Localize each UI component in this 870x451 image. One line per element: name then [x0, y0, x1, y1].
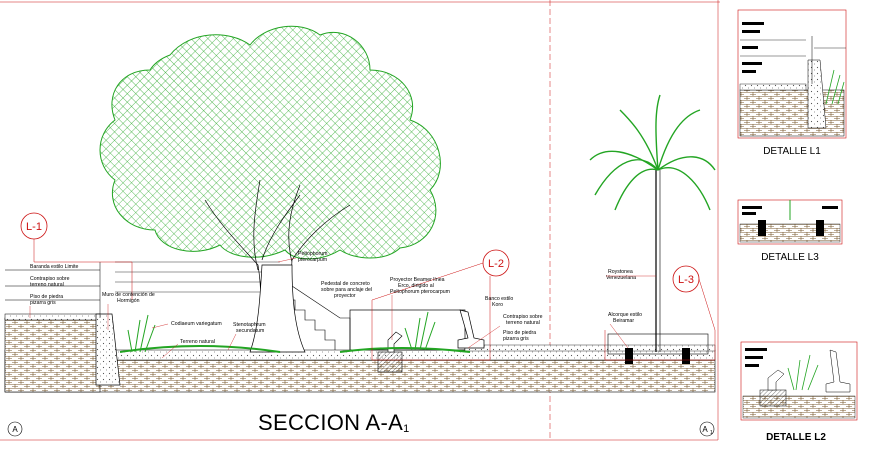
label-alcorque-1: Alcorque estilo: [608, 312, 642, 318]
label-muro-2: Hormigón: [117, 298, 140, 304]
projector-pedestal: [377, 351, 403, 373]
svg-text:A: A: [702, 425, 708, 434]
tree-pit-post-right: [682, 348, 690, 364]
label-alcorque-2: Beiramar: [613, 318, 634, 324]
label-piso-right-1: Piso de piedra: [503, 330, 536, 336]
planter-box: [349, 309, 466, 351]
label-proy-1: Proyector Beamer línea: [390, 277, 445, 283]
detail-l2[interactable]: DETALLE L2: [740, 341, 858, 443]
tree-trunk-base: [249, 264, 306, 353]
label-roystonea-1: Roystonea: [608, 269, 633, 275]
label-pelto-1: Peltophorum: [298, 251, 327, 257]
soil-layer: [4, 359, 716, 393]
callout-l2[interactable]: L-2: [371, 249, 510, 361]
label-pedestal-3: proyector: [334, 293, 356, 299]
tree-canopy: [99, 25, 441, 260]
label-codiaeum: Codiaeum variegatum: [171, 321, 222, 327]
detail-l1[interactable]: DETALLE L1: [737, 9, 847, 157]
label-steno-1: Stenotaphrum: [233, 322, 266, 328]
label-proy-3: Peltophorum pterocarpum: [390, 289, 450, 295]
background-wall: [115, 261, 280, 293]
label-contrapiso-right-2: terreno natural: [506, 320, 540, 326]
callout-l3[interactable]: L-3: [604, 265, 716, 361]
callout-l2-label: L-2: [488, 258, 504, 270]
label-piso-right-2: pizarra gris: [503, 336, 529, 342]
axis-marker-left: A: [7, 421, 23, 437]
detail-l1-caption: DETALLE L1: [763, 146, 821, 157]
label-muro-1: Muro de contención de: [102, 292, 155, 298]
label-contrapiso-right-1: Contrapiso sobre: [503, 314, 543, 320]
floor-strip-right: [464, 344, 716, 352]
label-pelto-2: pterocarpum: [298, 257, 327, 263]
label-roystonea-2: Venezuelana: [606, 275, 636, 281]
detail-l2-caption: DETALLE L2: [766, 432, 826, 443]
label-contrapiso-left-1: Contrapiso sobre: [30, 276, 70, 282]
label-piso-left-1: Piso de piedra: [30, 294, 63, 300]
label-banco-1: Banco estilo: [485, 296, 513, 302]
retaining-wall: [95, 313, 121, 386]
label-contrapiso-left-2: terreno natural: [30, 282, 64, 288]
label-piso-left-2: pizarra gris: [30, 300, 56, 306]
label-terreno: Terreno natural: [180, 339, 215, 345]
annotations: Baranda estilo Limite Contrapiso sobre t…: [29, 251, 656, 359]
callout-l1-label: L-1: [26, 221, 42, 233]
raised-platform: [4, 317, 101, 393]
detail-l3[interactable]: DETALLE L3: [737, 199, 843, 263]
railing: [5, 262, 101, 318]
callout-l1[interactable]: L-1: [20, 212, 133, 300]
tree-pit: [607, 333, 709, 355]
svg-text:1: 1: [710, 430, 713, 436]
label-pedestal-2: sobre para anclaje del: [321, 287, 372, 293]
label-baranda: Baranda estilo Limite: [30, 264, 79, 270]
callout-l3-label: L-3: [678, 274, 694, 286]
detail-l3-caption: DETALLE L3: [761, 252, 819, 263]
label-banco-2: Koro: [492, 302, 503, 308]
shrubs: [119, 311, 471, 353]
tree-pit-post-left: [625, 348, 633, 364]
label-pedestal-1: Pedestal de concreto: [321, 281, 370, 287]
platform-slab: [4, 313, 101, 321]
axis-marker-right: A 1: [699, 421, 715, 437]
bench-icon: [457, 309, 485, 349]
svg-text:A: A: [12, 425, 18, 434]
tree-trunk: [204, 179, 351, 353]
roystonea-palm: [589, 94, 716, 352]
projector-icon: [387, 331, 403, 353]
peltophorum-tree: [99, 25, 441, 353]
label-steno-2: secundatum: [236, 328, 264, 334]
section-title: SECCION A-A1: [258, 410, 410, 435]
label-proy-2: Erco, dirigido al: [398, 283, 434, 289]
